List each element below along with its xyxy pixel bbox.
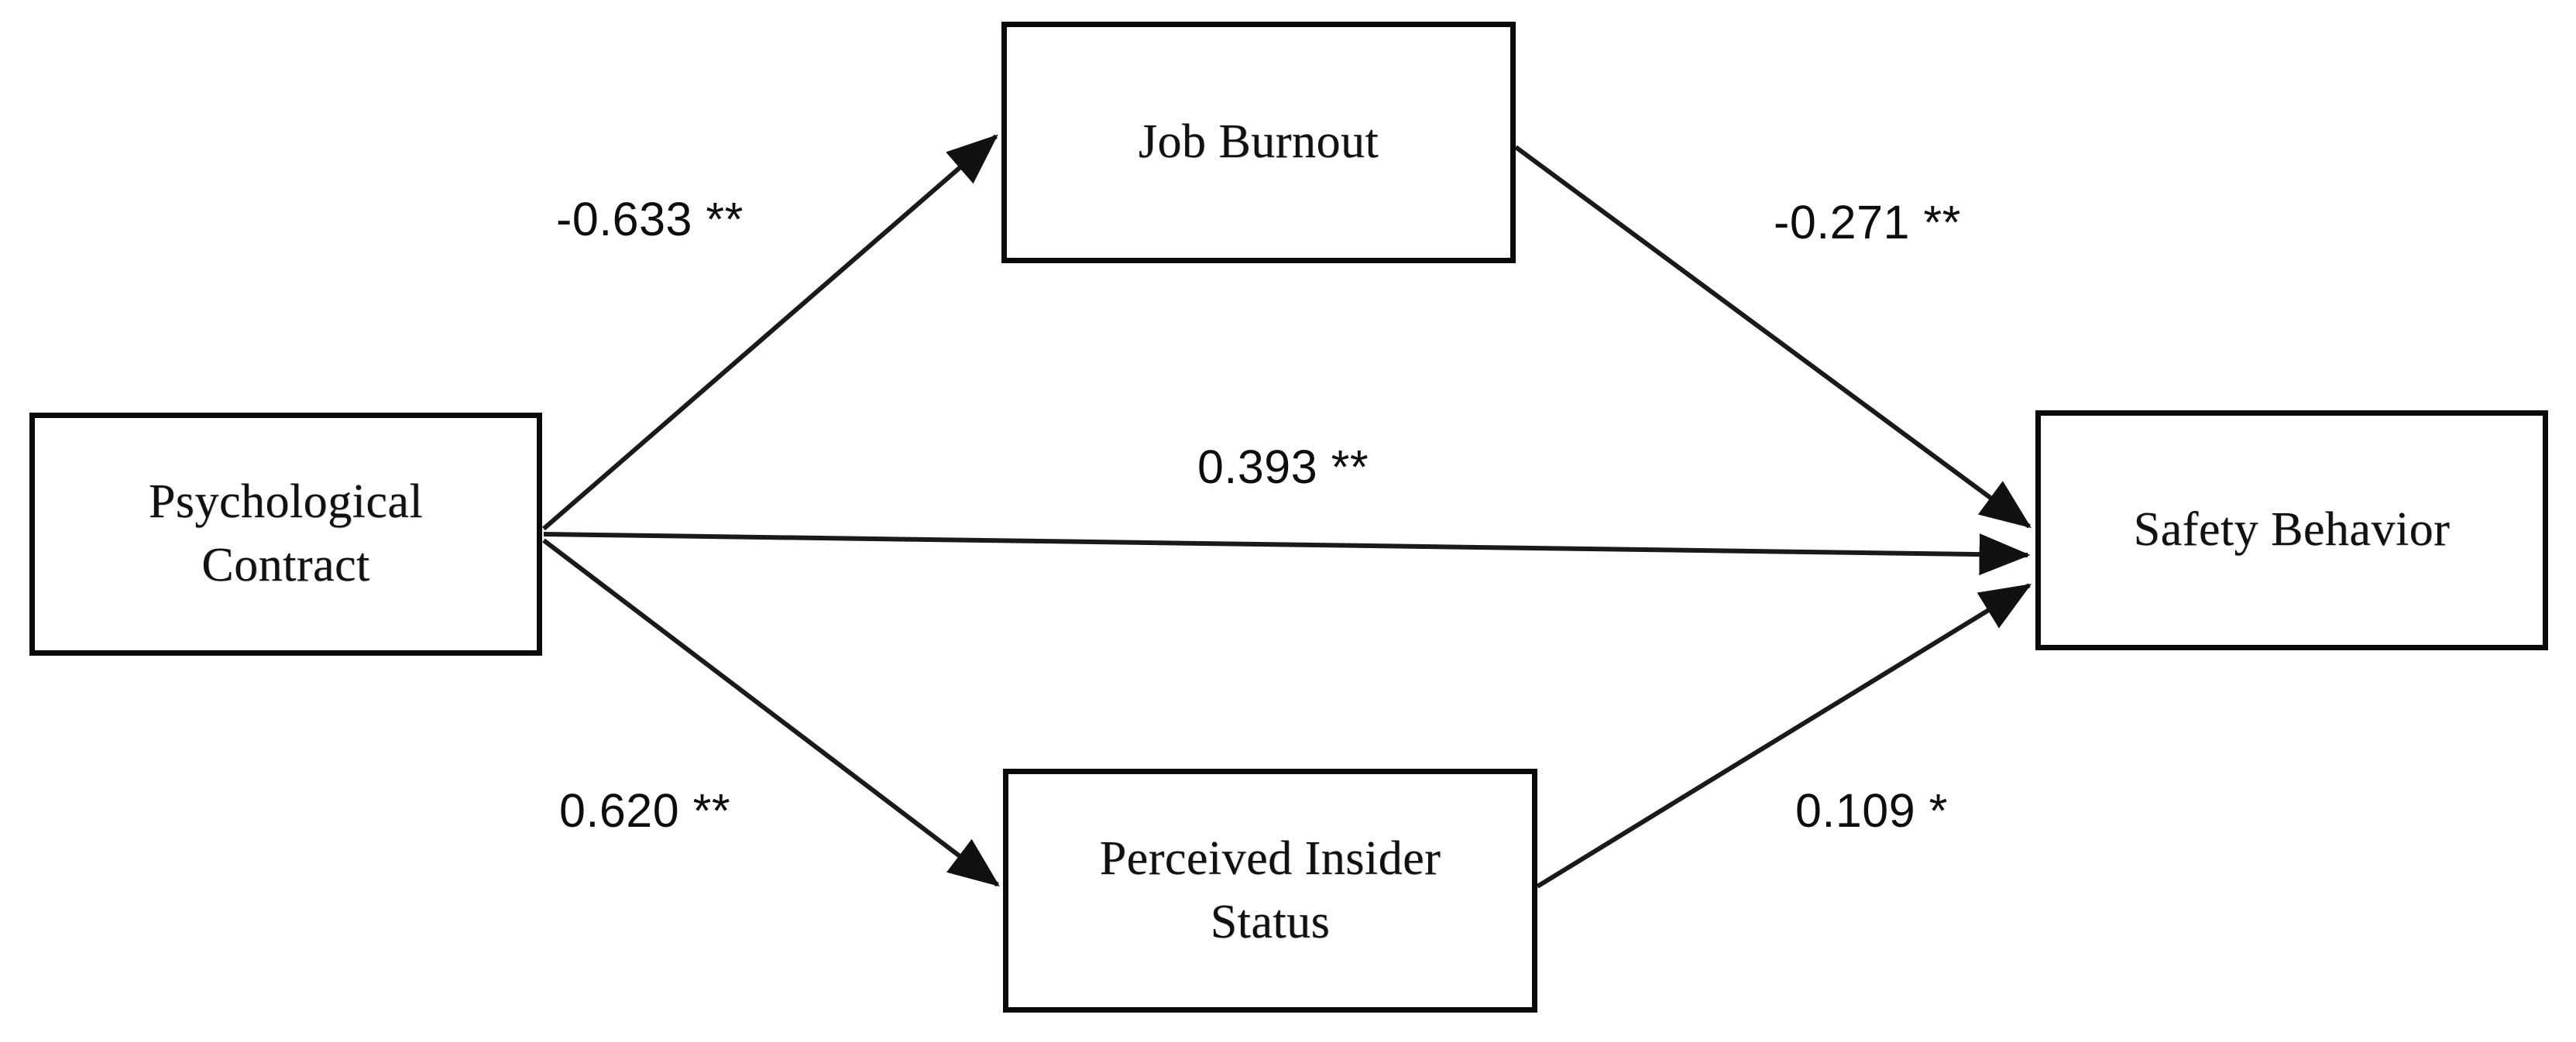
path-label-pc-to-burnout: -0.633 ** [556, 193, 744, 245]
path-label-pc-to-pis: 0.620 ** [559, 784, 731, 837]
node-label-safety-behavior: Safety Behavior [2133, 503, 2451, 557]
path-label-pc-to-safety-direct: 0.393 ** [1197, 440, 1369, 493]
node-label-psychological-contract: Psychological Contract [148, 475, 424, 591]
node-label-perceived-insider-status: Perceived Insider Status [1099, 831, 1441, 948]
connector-pis-to-safety [1536, 583, 2032, 889]
node-label-job-burnout: Job Burnout [1138, 115, 1379, 169]
path-label-burnout-to-safety: -0.271 ** [1774, 196, 1961, 249]
connector-pc-to-safety-direct [543, 532, 2031, 576]
node-job-burnout[interactable]: Job Burnout [1001, 22, 1516, 263]
node-psychological-contract[interactable]: Psychological Contract [29, 413, 542, 656]
path-label-pis-to-safety: 0.109 * [1795, 784, 1948, 837]
connector-pc-to-pis [542, 538, 1000, 887]
connector-burnout-to-safety [1514, 145, 2032, 529]
node-perceived-insider-status[interactable]: Perceived Insider Status [1003, 769, 1537, 1013]
connector-pc-to-burnout [542, 134, 998, 531]
node-safety-behavior[interactable]: Safety Behavior [2035, 410, 2548, 650]
